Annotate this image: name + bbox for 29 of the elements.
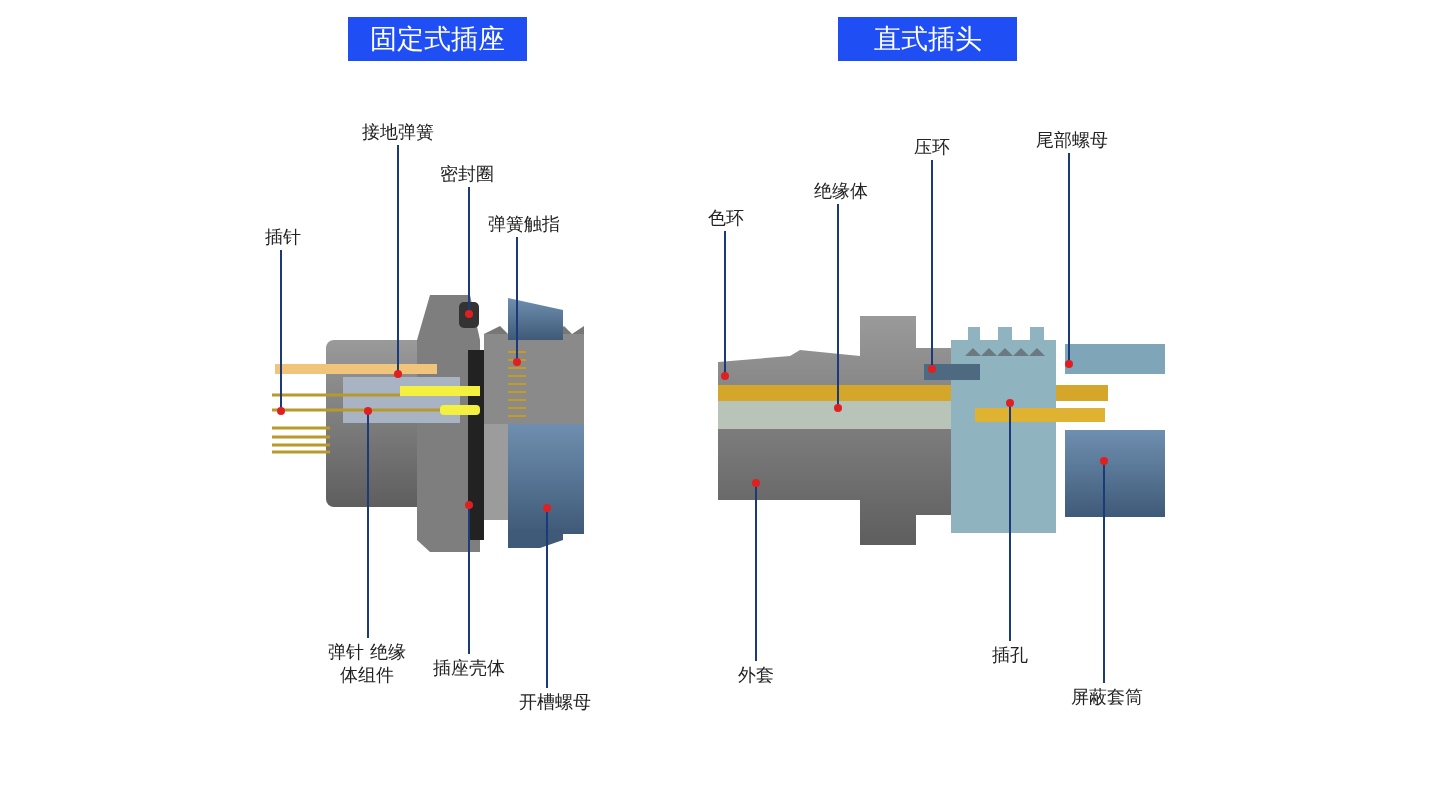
leader-line	[752, 479, 760, 662]
part-label: 弹针 绝缘体组件	[321, 640, 413, 686]
part-label: 开槽螺母	[485, 690, 625, 713]
part-label: 外套	[686, 663, 826, 686]
title-banner: 固定式插座	[348, 17, 527, 61]
leader-line	[543, 504, 551, 689]
leader-line	[928, 159, 936, 373]
leader-line	[1100, 457, 1108, 684]
part-label: 尾部螺母	[1002, 128, 1142, 151]
leader-line	[277, 249, 285, 415]
part-label: 插针	[213, 225, 353, 248]
title-banner: 直式插头	[838, 17, 1017, 61]
leader-line	[394, 144, 402, 378]
leader-line	[1006, 399, 1014, 642]
leader-line	[364, 407, 372, 639]
part-label: 插孔	[940, 643, 1080, 666]
part-label: 绝缘体	[771, 179, 911, 202]
part-label: 压环	[862, 135, 1002, 158]
leader-line	[721, 230, 729, 380]
part-label: 密封圈	[397, 162, 537, 185]
part-label: 色环	[656, 206, 796, 229]
leader-line	[465, 186, 473, 318]
part-label: 弹簧触指	[454, 212, 594, 235]
leader-line	[513, 236, 521, 366]
leader-line	[1065, 152, 1073, 368]
leader-line	[465, 501, 473, 655]
leader-line	[834, 203, 842, 412]
part-label: 屏蔽套筒	[1037, 685, 1177, 708]
part-label: 接地弹簧	[328, 120, 468, 143]
